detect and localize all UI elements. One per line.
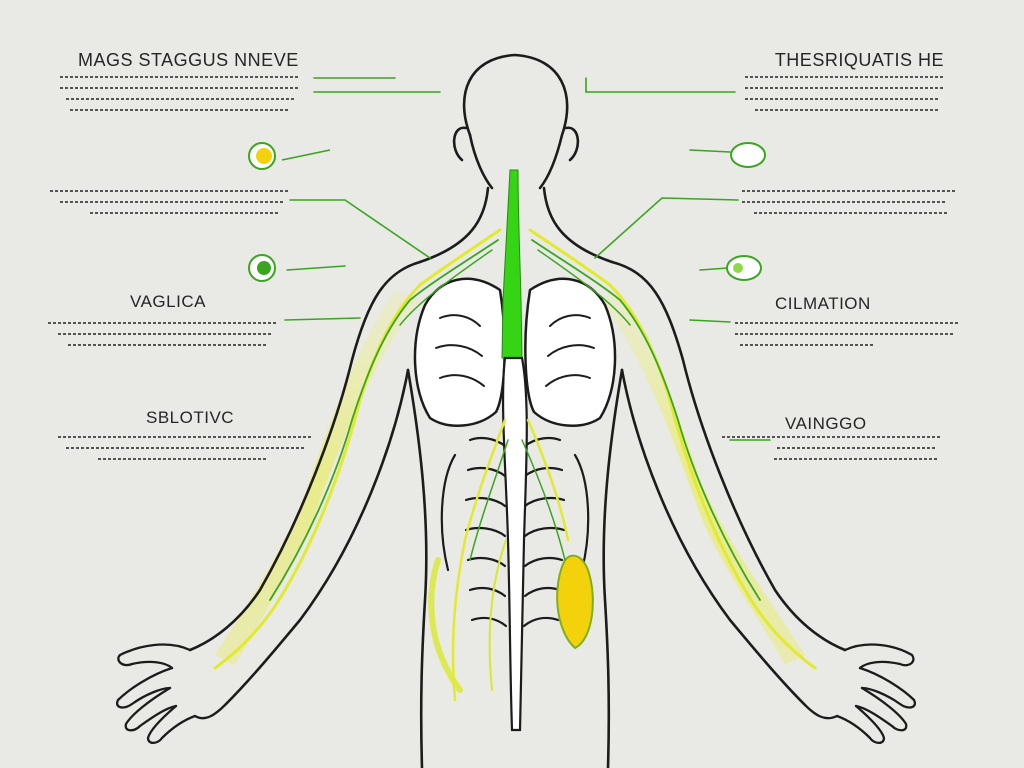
left-arm-nerve-glow [215, 290, 420, 665]
label-top-right: THESRIQUATIS HE [774, 50, 944, 70]
text-line [50, 190, 290, 192]
nerve-branches [213, 228, 817, 702]
rib-cage [440, 436, 590, 628]
text-block-mid-left [48, 322, 278, 355]
text-line [745, 87, 945, 89]
text-block-mid-right [735, 322, 960, 355]
text-line [60, 87, 300, 89]
text-line [754, 212, 949, 214]
text-line [722, 436, 940, 438]
text-block-top-right [745, 76, 945, 120]
text-line [66, 98, 296, 100]
text-line [735, 333, 953, 335]
text-line [68, 344, 268, 346]
spinal-column [501, 356, 528, 732]
text-block-upper-right [742, 190, 957, 223]
label-mid-left: VAGLICA [130, 292, 206, 311]
marker-right-upper [730, 142, 766, 168]
label-top-left: MAGS STAGGUS NNEVE [78, 50, 299, 70]
text-line [740, 344, 875, 346]
text-line [60, 76, 300, 78]
lung-lobes [435, 314, 595, 387]
vagus-nerve-trunk [501, 169, 523, 359]
text-line [48, 322, 278, 324]
label-low-right: VAINGGO [785, 414, 867, 433]
left-hand [115, 643, 227, 745]
text-line [66, 447, 306, 449]
text-block-low-right [722, 436, 940, 469]
text-line [745, 76, 945, 78]
text-line [742, 201, 947, 203]
label-mid-right: CILMATION [775, 294, 871, 313]
text-line [70, 109, 290, 111]
callout-lines [284, 77, 771, 441]
text-line [90, 212, 280, 214]
text-line [742, 190, 957, 192]
text-line [60, 201, 285, 203]
text-line [755, 109, 940, 111]
intestine-left [428, 557, 463, 693]
text-line [98, 458, 268, 460]
circle-markers [248, 142, 766, 282]
text-line [774, 458, 939, 460]
text-line [777, 447, 937, 449]
right-hand [803, 643, 917, 745]
text-line [745, 98, 940, 100]
body-outline [188, 53, 847, 768]
label-low-left: SBLOTIVC [146, 408, 235, 427]
text-block-upper-left [50, 190, 290, 223]
text-line [58, 333, 273, 335]
text-block-low-left [58, 436, 313, 469]
text-block-top-left [60, 76, 300, 120]
stomach [556, 554, 594, 650]
marker-right-lower [726, 255, 762, 281]
right-arm-nerve-glow [600, 290, 805, 665]
text-line [735, 322, 960, 324]
text-line [58, 436, 313, 438]
